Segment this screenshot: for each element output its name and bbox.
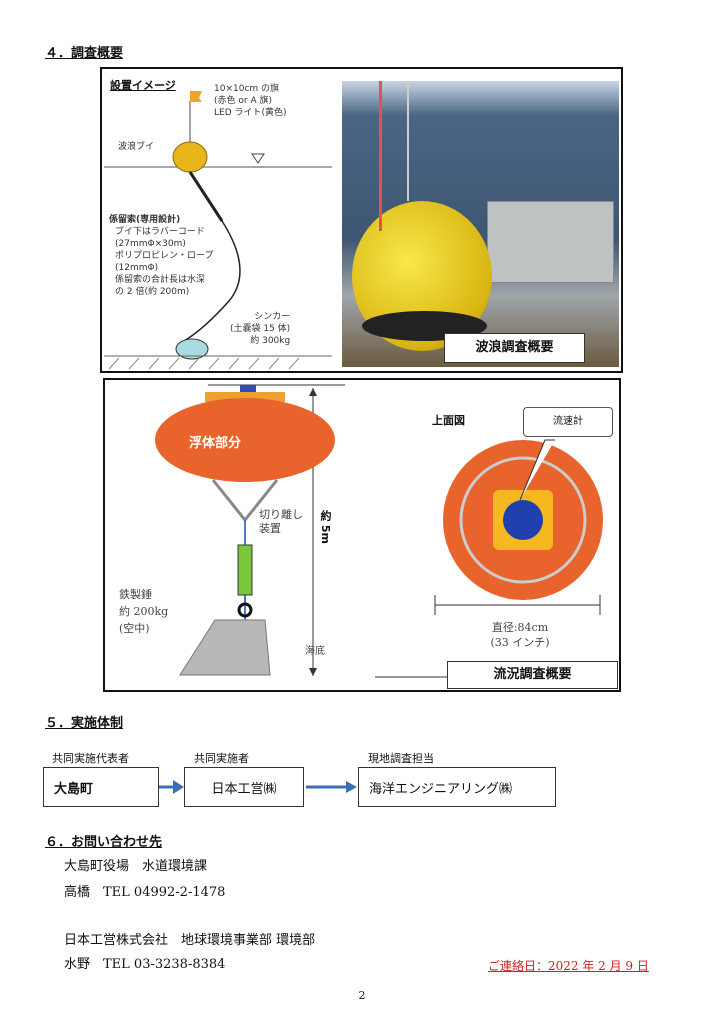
weight-label: 鉄製錘 約 200kg (空中) xyxy=(119,586,168,637)
arrow-right-icon xyxy=(159,780,184,794)
release-device-label: 切り離し 装置 xyxy=(259,508,303,536)
antenna xyxy=(407,81,409,201)
current-buoy-diagram xyxy=(155,384,603,678)
note-line: (土嚢袋 15 体) xyxy=(230,324,291,334)
flow-arrows xyxy=(161,781,357,793)
arrow-right-icon xyxy=(306,781,357,793)
section-4-heading: ４．調査概要 xyxy=(45,46,124,61)
label-line: 約 200kg xyxy=(119,605,169,618)
note-line: 10×10cm の旗 xyxy=(214,84,280,94)
contact-line: 高橋 TEL 04992-2-1478 xyxy=(64,885,226,900)
note-line: 係留索(専用設計) xyxy=(109,215,181,225)
org-box: 大島町 xyxy=(43,767,159,807)
note-line: シンカー xyxy=(254,312,291,322)
current-survey-caption: 流況調査概要 xyxy=(447,661,618,689)
buoy-label: 波浪ブイ xyxy=(118,142,155,152)
mooring-note: 係留索(専用設計) ブイ下はラバーコード (27mmΦ×30m) ポリプロピレン… xyxy=(109,214,213,298)
note-line: LED ライト(黄色) xyxy=(214,108,287,118)
mooring-diagram xyxy=(104,91,332,370)
top-view-label: 上面図 xyxy=(432,414,465,427)
note-line: (赤色 or A 旗) xyxy=(214,96,272,106)
seabed-label: 海底 xyxy=(305,646,325,657)
float-label: 浮体部分 xyxy=(189,436,242,451)
note-line: 係留索の合計長は水深 xyxy=(115,275,206,285)
org-box: 日本工営㈱ xyxy=(184,767,304,807)
sinker-note: シンカー (土嚢袋 15 体) 約 300kg xyxy=(230,311,290,347)
contact-line: 水野 TEL 03-3238-8384 xyxy=(64,957,226,972)
diagram-title: 設置イメージ xyxy=(110,79,176,92)
note-line: (27mmΦ×30m) xyxy=(115,239,186,249)
crate xyxy=(487,201,614,283)
role-label: 共同実施者 xyxy=(194,752,249,765)
note-line: (12mmΦ) xyxy=(115,263,159,273)
label-line: (空中) xyxy=(119,622,150,635)
current-meter-callout: 流速計 xyxy=(523,407,613,437)
note-line: ブイ下はラバーコード xyxy=(115,227,205,237)
wave-buoy-photo xyxy=(342,81,619,367)
flag-pole xyxy=(379,81,382,231)
section-6-heading: ６．お問い合わせ先 xyxy=(45,835,163,850)
org-box: 海洋エンジニアリング㈱ xyxy=(358,767,556,807)
note-line: 約 300kg xyxy=(250,336,291,346)
label-line: 装置 xyxy=(259,522,281,535)
wave-survey-figure: 設置イメージ 10×10cm の旗 (赤色 or A 旗) LED ライト(黄色… xyxy=(100,67,623,373)
role-label: 現地調査担当 xyxy=(368,752,434,765)
role-label: 共同実施代表者 xyxy=(52,752,129,765)
label-line: (33 インチ) xyxy=(490,636,550,649)
height-label: 約 5m xyxy=(319,510,332,544)
page-number: 2 xyxy=(358,989,366,1002)
note-line: ポリプロピレン・ロープ xyxy=(115,251,214,261)
contact-line: 日本工営株式会社 地球環境事業部 環境部 xyxy=(64,933,316,948)
diameter-label: 直径:84cm (33 インチ) xyxy=(455,620,585,650)
contact-date: ご連絡日：2022 年 2 月 9 日 xyxy=(488,959,649,973)
section-5-heading: ５．実施体制 xyxy=(45,716,124,731)
flag-note: 10×10cm の旗 (赤色 or A 旗) LED ライト(黄色) xyxy=(214,83,287,119)
current-survey-figure: 浮体部分 切り離し 装置 鉄製錘 約 200kg (空中) 約 5m 海底 上面… xyxy=(103,378,621,692)
label-line: 直径:84cm xyxy=(491,621,549,634)
label-line: 鉄製錘 xyxy=(119,588,152,601)
contact-line: 大島町役場 水道環境課 xyxy=(64,859,208,874)
wave-survey-caption: 波浪調査概要 xyxy=(444,333,585,363)
note-line: の 2 倍(約 200m) xyxy=(115,287,190,297)
label-line: 切り離し xyxy=(259,508,303,521)
